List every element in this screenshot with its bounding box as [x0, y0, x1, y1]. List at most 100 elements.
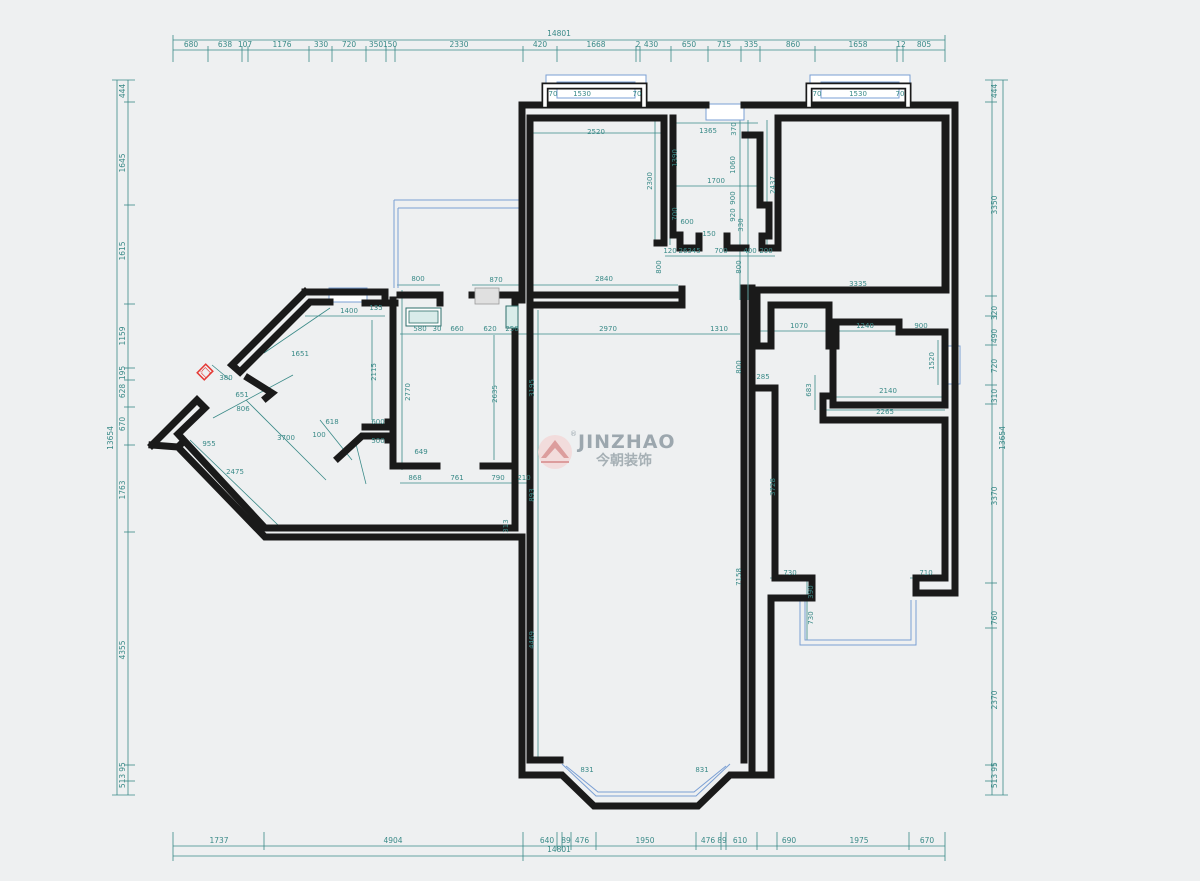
interior-dim-label: 500	[371, 437, 384, 445]
interior-dim-label: 1651	[291, 350, 309, 358]
interior-dim-label: 1070	[790, 322, 808, 330]
interior-dim-label: 790	[491, 474, 504, 482]
interior-dim-label: 330	[737, 218, 745, 231]
top-dim: 150	[383, 40, 398, 49]
left-dim: 1159	[118, 326, 127, 345]
top-dim: 1668	[586, 40, 605, 49]
entry-door-marker: 门	[196, 363, 214, 381]
bottom-dim: 690	[782, 836, 797, 845]
interior-dim-label: 1520	[928, 352, 936, 370]
top-dim: 715	[717, 40, 732, 49]
interior-dim-label: 2635	[491, 385, 499, 403]
interior-dim-label: 893	[528, 488, 536, 501]
interior-dim-label: 710	[919, 569, 932, 577]
interior-dim-label: 150	[702, 230, 715, 238]
bottom-dim: 4904	[383, 836, 402, 845]
left-dim: 195	[118, 366, 127, 381]
interior-dim-label: 200	[759, 247, 772, 255]
logo-mark	[538, 435, 572, 469]
interior-dim-label: 2115	[370, 363, 378, 381]
window-bay-bottom-2	[565, 765, 727, 793]
bottom-dim: 640	[540, 836, 555, 845]
interior-dim-label: 831	[580, 766, 593, 774]
left-dimension-chain: 13654 444 1645 1615 1159 195 628 670 176…	[106, 79, 135, 796]
right-dim: 490	[990, 329, 999, 344]
right-dim: 720	[990, 359, 999, 374]
interior-dim-label: 70	[549, 90, 558, 98]
interior-dim-label: 868	[408, 474, 421, 482]
fixtures	[405, 287, 519, 329]
bottom-dim: 89	[561, 836, 571, 845]
brand-logo: JINZHAO ® 今朝装饰	[538, 430, 676, 469]
interior-dim-label: 730	[783, 569, 796, 577]
bottom-dim: 89	[717, 836, 727, 845]
left-dim: 1645	[118, 153, 127, 172]
top-dim: 1176	[272, 40, 291, 49]
window-study	[705, 103, 745, 121]
top-dim: 107	[238, 40, 253, 49]
interior-dim-label: 806	[236, 405, 250, 413]
interior-dim-label: 2300	[646, 172, 654, 190]
bottom-dim: 476	[575, 836, 590, 845]
interior-dim-label: 120	[663, 247, 676, 255]
window-lower-right-2	[804, 600, 912, 641]
right-dim: 2370	[990, 690, 999, 709]
right-dim: 3350	[990, 195, 999, 214]
interior-dim-label: 26	[679, 247, 688, 255]
logo-text-en: JINZHAO	[576, 431, 676, 453]
walls-inner	[543, 84, 910, 107]
bottom-dim: 670	[920, 836, 935, 845]
interior-dim-label: 651	[235, 391, 248, 399]
interior-dim-label: 2437	[769, 176, 777, 194]
sink-fixture-inner	[408, 310, 439, 324]
interior-dim-label: 600	[371, 418, 384, 426]
interior-dim-label: 1400	[340, 307, 358, 315]
interior-dim-label: 100	[312, 431, 325, 439]
top-dim: 1658	[848, 40, 867, 49]
duct-fixture	[474, 287, 500, 305]
window-lower-right	[799, 600, 917, 646]
bottom-dim: 1975	[849, 836, 868, 845]
interior-dim-label: 313	[502, 519, 510, 532]
interior-dim-label: 3728	[769, 478, 777, 496]
top-dim: 860	[786, 40, 801, 49]
bottom-dim: 1950	[635, 836, 654, 845]
interior-dim-label: 3335	[849, 280, 867, 288]
interior-dim-label: 400	[743, 247, 756, 255]
entry-label: 门	[198, 365, 213, 380]
interior-dim-label: 870	[489, 276, 502, 284]
interior-dim-label: 2140	[879, 387, 897, 395]
top-dim: 350	[369, 40, 384, 49]
interior-dim-label: 2840	[595, 275, 613, 283]
interior-dim-label: 345	[687, 247, 700, 255]
interior-dim-label: 3195	[528, 379, 536, 397]
interior-dim-label: 700	[671, 207, 679, 220]
window-bedroom1	[545, 74, 647, 106]
window-bedroom2-inner	[820, 81, 900, 99]
left-dim: 670	[118, 417, 127, 432]
bottom-dim: 476	[701, 836, 716, 845]
bottom-dim: 610	[733, 836, 748, 845]
interior-dim-label: 380	[219, 374, 232, 382]
right-dim: 310	[990, 389, 999, 404]
top-dim: 330	[314, 40, 329, 49]
top-dim: 650	[682, 40, 697, 49]
interior-dim-label: 2265	[876, 408, 894, 416]
bottom-dim: 1737	[209, 836, 228, 845]
top-dim: 335	[744, 40, 759, 49]
interior-dim-label: 135	[369, 304, 382, 312]
left-dim: 444	[118, 84, 127, 99]
bottom-dimension-chain: 14801 1737 4904 640 89 476 1950 476 89 6…	[172, 832, 946, 861]
interior-dim-label: 3700	[277, 434, 295, 442]
interior-dim-label: 600	[680, 218, 693, 226]
interior-dim-label: 2520	[587, 128, 605, 136]
top-dim: 2330	[449, 40, 468, 49]
interior-dim-label: 4469	[528, 631, 536, 649]
interior-dim-label: 649	[414, 448, 427, 456]
bottom-total-dim: 14801	[547, 845, 571, 854]
right-dim: 760	[990, 611, 999, 626]
left-dim: 628	[118, 384, 127, 399]
interior-dim-label: 390	[807, 585, 815, 598]
